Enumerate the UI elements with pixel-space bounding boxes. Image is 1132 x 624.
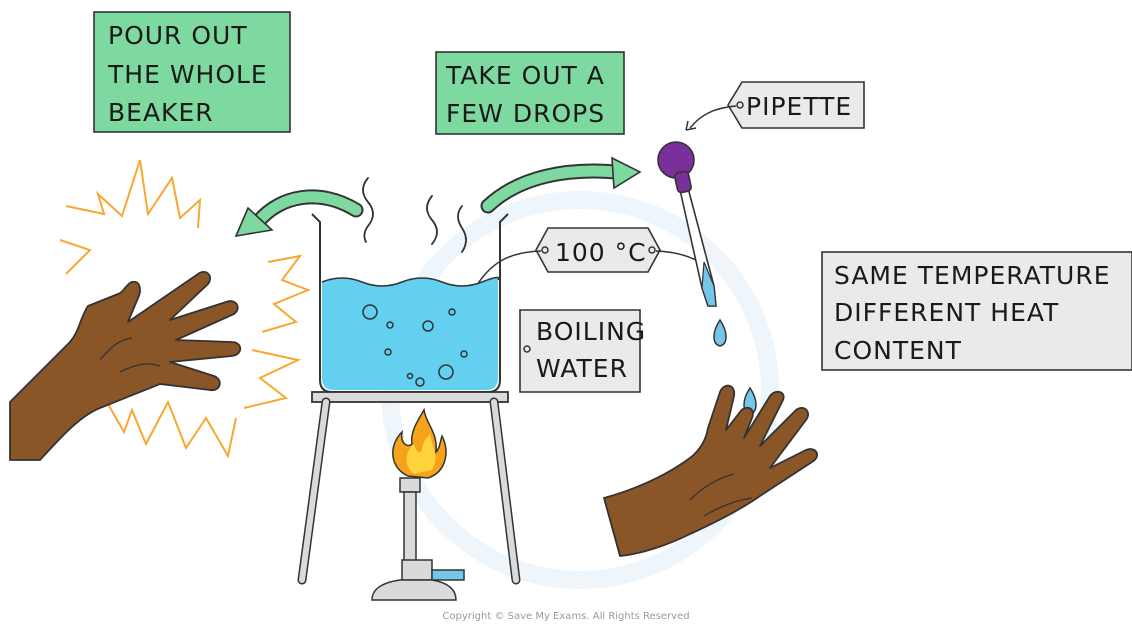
take-out-line-2: FEW DROPS [446,99,605,128]
temperature-tag: 100 °C [472,228,708,294]
same-temperature-line-1: SAME TEMPERATURE [834,261,1111,290]
pipette-tag: PIPETTE [686,82,864,130]
take-out-label: TAKE OUT A FEW DROPS [436,52,624,134]
take-out-line-1: TAKE OUT A [445,61,605,90]
boiling-water-tag: BOILING WATER [520,310,646,392]
pour-out-label: POUR OUT THE WHOLE BEAKER [94,12,290,132]
pour-out-line-3: BEAKER [108,98,214,127]
same-temperature-line-3: CONTENT [834,336,962,365]
pipette-label: PIPETTE [746,92,852,121]
same-temperature-line-2: DIFFERENT HEAT [834,298,1059,327]
temperature-label: 100 °C [555,238,647,267]
pour-out-line-1: POUR OUT [108,21,248,50]
pour-arrow [236,197,356,236]
boiling-water-line-1: BOILING [536,317,646,346]
beaker [312,214,508,392]
copyright-notice: Copyright © Save My Exams. All Rights Re… [442,611,689,622]
boiling-water-line-2: WATER [536,354,628,383]
pour-out-line-2: THE WHOLE [107,60,268,89]
same-temperature-label: SAME TEMPERATURE DIFFERENT HEAT CONTENT [822,252,1132,370]
